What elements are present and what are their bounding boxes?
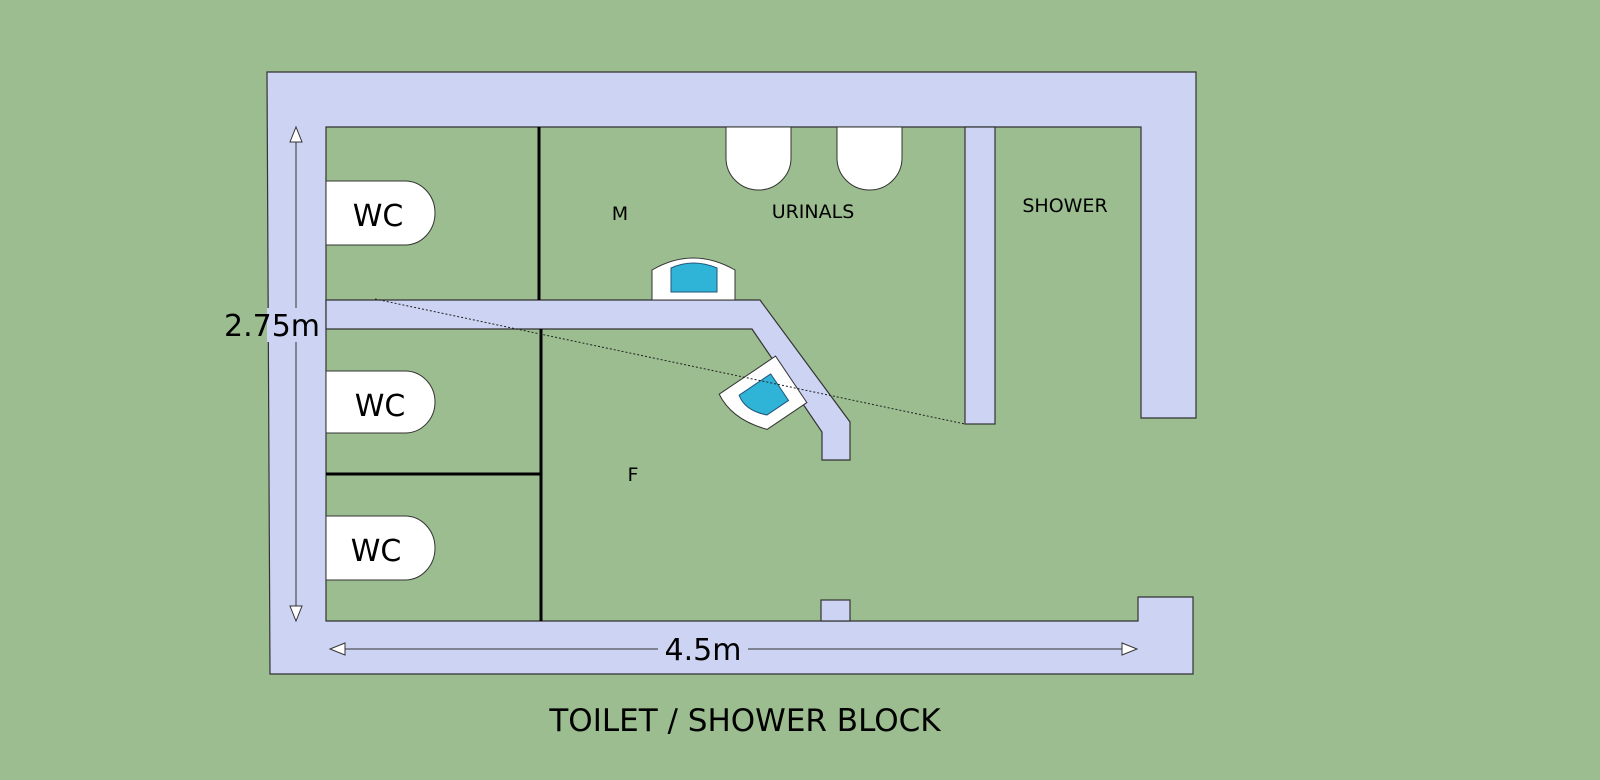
- wc-label: WC: [353, 199, 404, 234]
- wc-1: WC: [325, 180, 436, 246]
- wc-2: WC: [325, 370, 436, 434]
- urinal-2: [836, 126, 903, 191]
- sink-female: [718, 355, 808, 430]
- shower-divider-wall: [964, 126, 996, 425]
- sink-male: [651, 257, 736, 301]
- urinal-1: [725, 126, 792, 191]
- outer-wall: [266, 71, 1197, 675]
- dotted-guide-line: [374, 298, 966, 425]
- wc-label: WC: [355, 389, 406, 424]
- middle-wall: [325, 299, 851, 461]
- width-dimension-label: 4.5m: [665, 633, 742, 668]
- width-label-bg: [658, 632, 748, 666]
- wc-3: WC: [325, 515, 436, 581]
- height-dimension: [289, 125, 303, 623]
- diagram-title: TOILET / SHOWER BLOCK: [548, 703, 941, 739]
- cubicle-partitions: [326, 127, 543, 621]
- urinals-label: URINALS: [772, 201, 855, 223]
- height-label-bg-wall: [267, 308, 321, 342]
- male-label: M: [612, 203, 628, 225]
- wall-stub: [820, 599, 851, 622]
- height-dimension-label: 2.75m: [224, 309, 320, 344]
- female-label: F: [628, 464, 639, 486]
- shower-label: SHOWER: [1022, 195, 1107, 217]
- wc-label: WC: [351, 534, 402, 569]
